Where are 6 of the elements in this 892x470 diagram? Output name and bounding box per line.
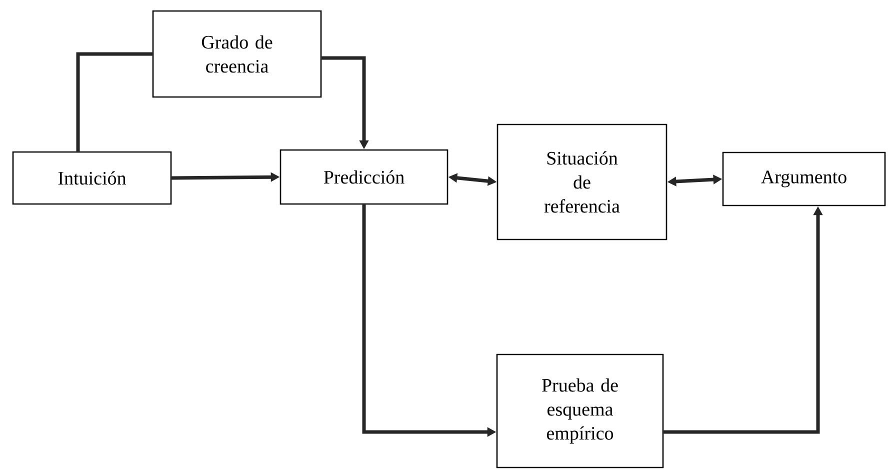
process-box: Situación de referencia (496, 124, 668, 240)
process-box: Prueba de esquema empírico (496, 354, 664, 468)
process-box: Argumento (722, 152, 886, 206)
process-box: Predicción (280, 149, 448, 205)
process-box: Intuición (12, 151, 172, 205)
process-box: Grado de creencia (152, 10, 322, 98)
